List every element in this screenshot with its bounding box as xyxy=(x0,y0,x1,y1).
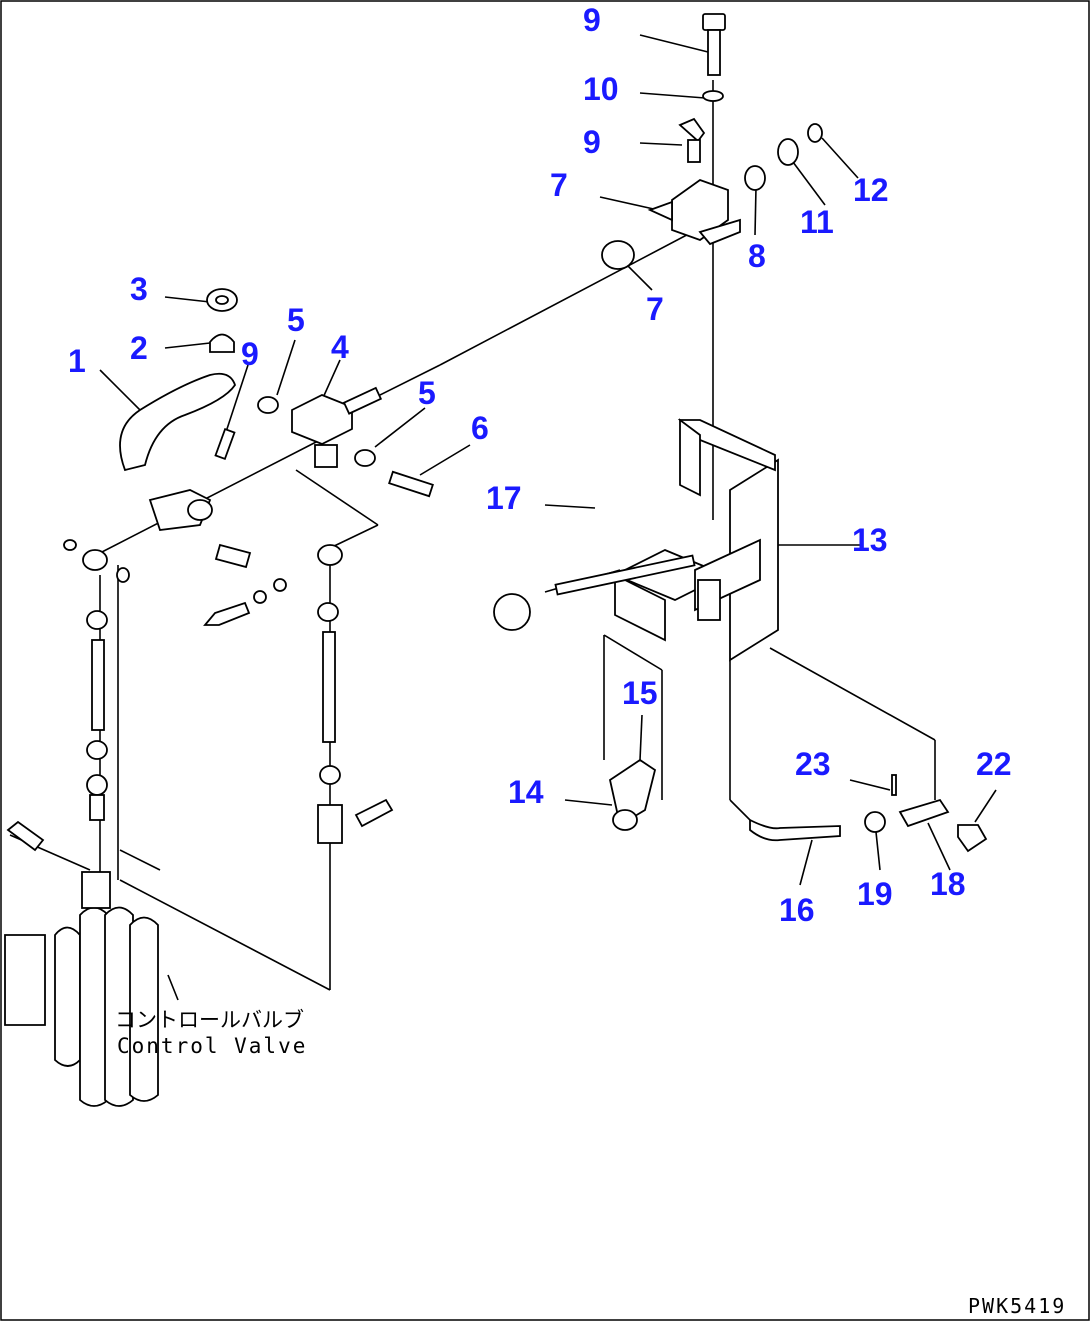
callout-15: 13 xyxy=(852,522,888,558)
callout-5-left: 5 xyxy=(287,302,305,338)
callout-2: 2 xyxy=(130,330,148,366)
valve-labels: コントロールバルブ Control Valve xyxy=(115,974,307,1058)
callout-13: 11 xyxy=(800,204,834,240)
callout-16: 14 xyxy=(508,774,544,810)
callout-7: 9 xyxy=(241,336,259,372)
callout-numbers: 9 10 9 7 12 11 8 7 3 2 1 9 5 4 5 6 17 13… xyxy=(68,2,1012,928)
callout-9-top: 8 xyxy=(748,238,766,274)
callout-4: 4 xyxy=(331,329,349,365)
connection-lines xyxy=(9,80,936,991)
callout-9-mid: 7 xyxy=(646,291,664,327)
callout-20: 18 xyxy=(930,866,966,902)
callout-19: 17 xyxy=(486,480,522,516)
callout-17: 15 xyxy=(622,675,658,711)
callout-23: 23 xyxy=(795,746,831,782)
callout-18: 16 xyxy=(779,892,815,928)
callout-1: 1 xyxy=(68,343,86,379)
callout-21: 19 xyxy=(857,876,893,912)
drawing-code: PWK5419 xyxy=(968,1294,1066,1318)
callout-22: 22 xyxy=(976,746,1012,782)
callout-14: 12 xyxy=(853,172,889,208)
callout-12: 10 xyxy=(583,71,619,107)
control-valve-label-jp: コントロールバルブ xyxy=(115,1008,304,1032)
callout-6: 6 xyxy=(471,410,489,446)
callout-8: 7 xyxy=(550,167,568,203)
callout-3: 3 xyxy=(130,271,148,307)
callout-10: 9 xyxy=(583,124,601,160)
leader-lines xyxy=(99,34,997,886)
control-valve-label-en: Control Valve xyxy=(117,1034,307,1058)
part-shapes xyxy=(4,13,988,1107)
callout-11: 9 xyxy=(583,2,601,38)
callout-5-right: 5 xyxy=(418,375,436,411)
